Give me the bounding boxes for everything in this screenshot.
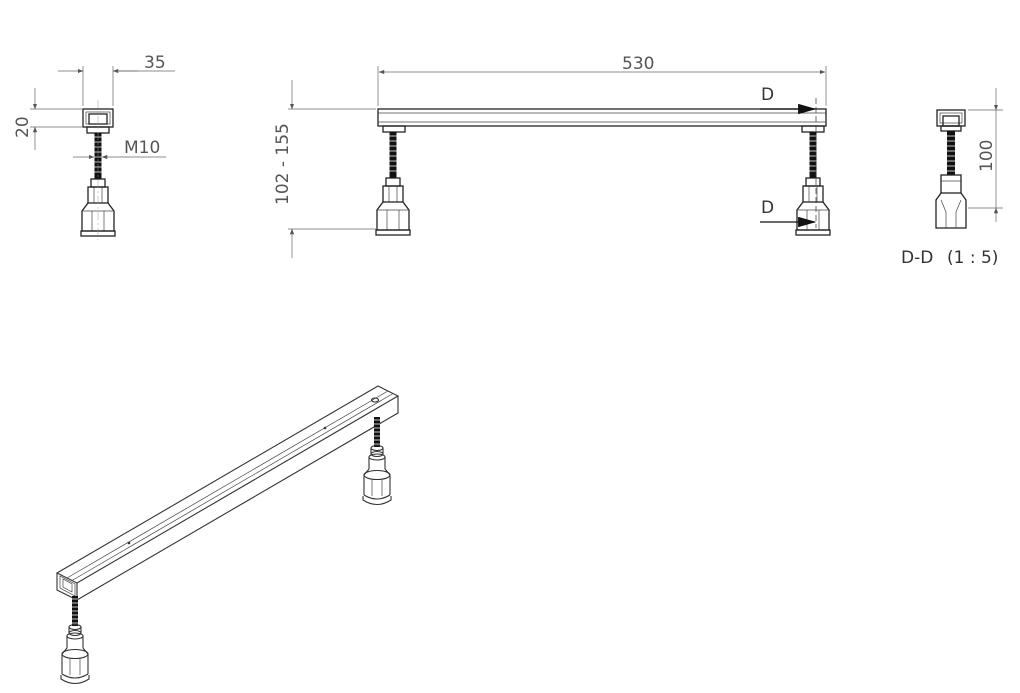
section-scale: (1 : 5) (947, 248, 998, 268)
section-name: D-D (901, 248, 933, 268)
section-view: 100 D-D (1 : 5) (901, 88, 1003, 268)
section-marker-top: D (761, 85, 774, 105)
section-marker-bottom: D (761, 198, 774, 218)
side-view: 35 20 M10 (13, 53, 175, 240)
section-label: D-D (901, 248, 933, 268)
isometric-view (55, 385, 400, 685)
front-view: 530 102 - 155 D D (273, 54, 831, 258)
dim-20-label: 20 (13, 116, 33, 138)
dim-100-label: 100 (977, 140, 997, 172)
dim-m10-label: M10 (124, 138, 160, 158)
dim-530-label: 530 (622, 54, 654, 74)
dim-height-range-label: 102 - 155 (273, 123, 293, 205)
dim-35-label: 35 (144, 53, 166, 73)
